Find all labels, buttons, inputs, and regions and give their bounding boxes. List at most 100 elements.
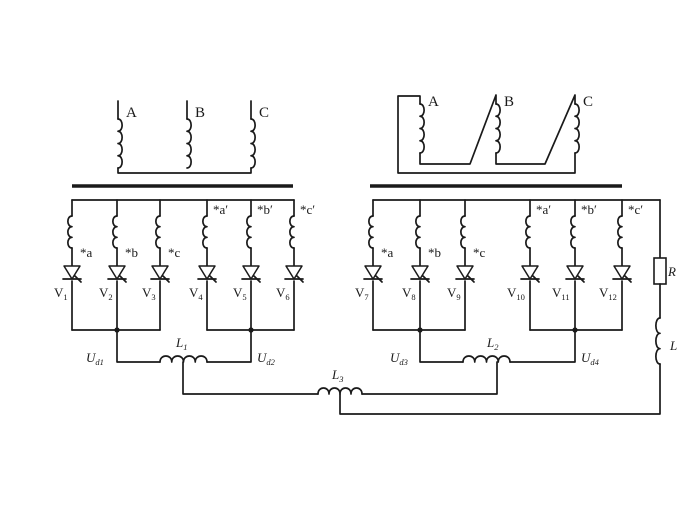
thyristor-label-v11: V11 [552,285,570,302]
winding-mark-6: *c′ [300,202,315,217]
thyristor-label-v6: V6 [276,285,290,302]
primary-winding-6 [574,103,580,154]
winding-mark-1: *a [80,245,93,260]
thyristor-triangle [364,265,382,280]
primary-label-a: A [126,105,137,121]
secondary-winding-2 [112,215,118,249]
load-inductor-label: L [669,338,677,353]
load: RL [339,199,677,415]
winding-mark-10: *a′ [536,202,551,217]
thyristor-label-v7: V7 [355,285,369,302]
thyristor-gate [624,275,632,283]
inductor-label-l2: L2 [486,335,499,352]
winding-mark-5: *b′ [257,202,273,217]
transformer-2-primary: A B C [397,94,593,174]
thyristor-gate [119,275,127,283]
secondary-winding-12 [617,215,623,249]
thyristor-triangle [285,265,303,280]
thyristor-label-v4: V4 [189,285,203,302]
dc-buses [71,327,623,333]
thyristor-label-v1: V1 [54,285,68,302]
thyristor-triangle [613,265,631,280]
winding-mark-11: *b′ [581,202,597,217]
thyristor-triangle [521,265,539,280]
thyristor-gate [209,275,217,283]
delta-link-bc [495,94,576,165]
thyristor-label-v3: V3 [142,285,156,302]
winding-mark-7: *a [381,245,394,260]
load-return-wire [339,363,661,415]
thyristor-triangle [198,265,216,280]
winding-mark-2: *b [125,245,138,260]
delta-link-ab [419,94,497,165]
voltage-label-ud1: Ud1 [86,350,104,367]
l1-to-ud2 [206,329,252,363]
thyristor-gate [532,275,540,283]
load-inductor [655,317,661,365]
thyristor-triangle [63,265,81,280]
primary-star-connection [117,167,252,174]
secondary-winding-10 [525,215,531,249]
inductor-label-l1: L1 [175,335,187,352]
load-resistor-label: R [667,264,676,279]
secondary-windings: *a *b *c *a′ *b′ *c′ *a *b *c *a′ *b′ *c′ [67,199,661,267]
thyristor-gate [375,275,383,283]
thyristor-triangle [411,265,429,280]
load-resistor [653,257,667,285]
winding-mark-9: *c [473,245,486,260]
primary-label-b: B [504,94,514,110]
thyristor-gate [422,275,430,283]
thyristor-gate [74,275,82,283]
secondary-winding-5 [246,215,252,249]
inductor-l2 [462,355,511,363]
thyristor-triangle [456,265,474,280]
thyristor-label-v5: V5 [233,285,247,302]
thyristor-gate [296,275,304,283]
primary-label-c: C [583,94,593,110]
thyristor-label-v2: V2 [99,285,113,302]
thyristor-label-v8: V8 [402,285,416,302]
thyristor-triangle [566,265,584,280]
secondary-winding-7 [368,215,374,249]
inductor-label-l3: L3 [331,367,343,384]
thyristor-gate [253,275,261,283]
winding-mark-12: *c′ [628,202,643,217]
winding-mark-8: *b [428,245,441,260]
thyristor-triangle [108,265,126,280]
thyristor-gate [467,275,475,283]
secondary-winding-4 [202,215,208,249]
voltage-label-ud2: Ud2 [257,350,276,367]
voltage-label-ud3: Ud3 [390,350,408,367]
primary-winding-5 [495,103,501,154]
secondary-winding-8 [415,215,421,249]
ud3-to-l2 [419,329,464,363]
secondary-winding-3 [155,215,161,249]
secondary-winding-6 [289,215,295,249]
primary-winding-1 [117,118,123,169]
ud1-to-l1 [116,329,161,363]
thyristor-gate [162,275,170,283]
thyristor-gate [577,275,585,283]
primary-winding-3 [250,118,256,169]
secondary-winding-1 [67,215,73,249]
thyristor-label-v12: V12 [599,285,617,302]
primary-label-a: A [428,94,439,110]
l3-to-l2-tap [361,361,498,395]
thyristor-triangle [242,265,260,280]
winding-mark-4: *a′ [213,202,228,217]
secondary-winding-11 [570,215,576,249]
thyristor-label-v9: V9 [447,285,461,302]
delta-outer-loop [397,95,576,174]
inductor-l1 [159,355,208,363]
voltage-label-ud4: Ud4 [581,350,600,367]
primary-winding-2 [186,118,192,169]
primary-winding-4 [419,103,425,154]
l1-tap-to-l3 [182,361,319,395]
winding-mark-3: *c [168,245,181,260]
primary-label-b: B [195,105,205,121]
